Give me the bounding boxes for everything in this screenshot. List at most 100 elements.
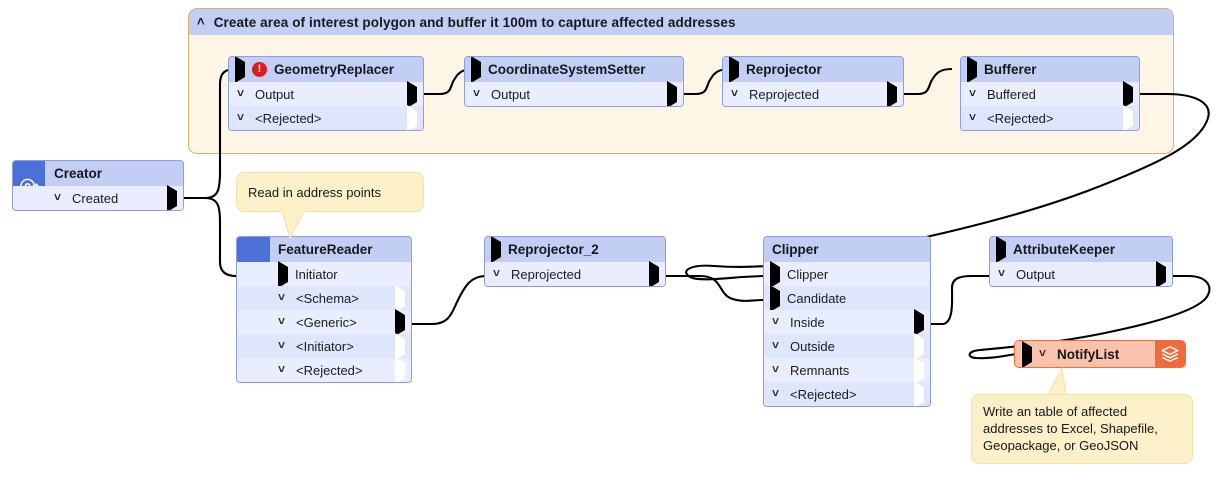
port-featurereader-generic[interactable]: ˅ <Generic> — [237, 308, 411, 336]
input-arrow-solid-icon[interactable] — [770, 284, 780, 312]
chevron-down-icon[interactable]: ˅ — [969, 86, 977, 100]
port-bufferer-buffered[interactable]: ˅ Buffered — [961, 80, 1139, 108]
output-arrow-solid-icon[interactable] — [395, 308, 405, 336]
node-bufferer-header[interactable]: Bufferer — [961, 57, 1139, 83]
chevron-down-icon[interactable]: ˅ — [278, 290, 286, 304]
input-arrow-solid-icon[interactable] — [471, 57, 481, 83]
output-arrow-solid-icon[interactable] — [667, 80, 677, 106]
node-creator[interactable]: Creator ˅ Created — [12, 160, 184, 211]
output-arrow-solid-icon[interactable] — [407, 80, 417, 108]
port-bufferer-rejected[interactable]: ˅ <Rejected> — [961, 104, 1139, 130]
port-label: <Rejected> — [987, 110, 1054, 126]
chevron-down-icon[interactable]: ˅ — [493, 266, 501, 280]
chevron-up-icon[interactable]: ˄ — [197, 13, 205, 29]
node-featurereader[interactable]: FeatureReader Initiator ˅ <Schema> ˅ <Ge… — [236, 236, 412, 383]
port-clipper-inside[interactable]: ˅ Inside — [764, 308, 930, 336]
input-arrow-solid-icon[interactable] — [235, 57, 245, 83]
node-reprojector-header[interactable]: Reprojector — [723, 57, 903, 83]
chevron-down-icon[interactable]: ˅ — [731, 86, 739, 100]
output-arrow-hollow-icon[interactable] — [914, 356, 924, 384]
port-label: Created — [72, 190, 119, 206]
port-featurereader-schema[interactable]: ˅ <Schema> — [237, 284, 411, 312]
port-featurereader-rejected[interactable]: ˅ <Rejected> — [237, 356, 411, 382]
bookmark-title: Create area of interest polygon and buff… — [213, 14, 736, 30]
error-badge-icon[interactable]: ! — [252, 62, 267, 77]
output-arrow-solid-icon[interactable] — [914, 308, 924, 336]
output-arrow-solid-icon[interactable] — [167, 184, 177, 210]
output-arrow-hollow-icon[interactable] — [914, 332, 924, 360]
output-arrow-hollow-icon[interactable] — [914, 380, 924, 406]
port-reprojector-2-reprojected[interactable]: ˅ Reprojected — [485, 260, 665, 286]
input-arrow-solid-icon[interactable] — [729, 57, 739, 83]
node-reprojector-2[interactable]: Reprojector_2 ˅ Reprojected — [484, 236, 666, 287]
annotation-reader-note-tail — [281, 211, 305, 239]
port-attributekeeper-output[interactable]: ˅ Output — [990, 260, 1172, 286]
bookmark-header[interactable]: ˄ Create area of interest polygon and bu… — [189, 9, 1173, 35]
input-arrow-solid-icon[interactable] — [967, 57, 977, 83]
node-coordinatesystemsetter[interactable]: CoordinateSystemSetter ˅ Output — [464, 56, 684, 107]
node-geometryreplacer[interactable]: ! GeometryReplacer ˅ Output ˅ <Rejected> — [228, 56, 424, 131]
output-arrow-solid-icon[interactable] — [1123, 80, 1133, 108]
chevron-down-icon[interactable]: ˅ — [772, 338, 780, 352]
port-label: Reprojected — [511, 266, 582, 282]
port-label: <Schema> — [296, 290, 359, 306]
chevron-down-icon[interactable]: ˅ — [998, 266, 1006, 280]
chevron-down-icon[interactable]: ˅ — [237, 86, 245, 100]
chevron-down-icon[interactable]: ˅ — [969, 110, 977, 124]
port-clipper-rejected[interactable]: ˅ <Rejected> — [764, 380, 930, 406]
output-arrow-hollow-icon[interactable] — [395, 284, 405, 312]
port-coordinatesystemsetter-output[interactable]: ˅ Output — [465, 80, 683, 106]
port-label: Output — [255, 86, 295, 102]
output-arrow-hollow-icon[interactable] — [1123, 104, 1133, 130]
port-featurereader-initiator-in[interactable]: Initiator — [237, 260, 411, 288]
input-arrow-solid-icon[interactable] — [1022, 341, 1032, 367]
chevron-down-icon[interactable]: ˅ — [278, 314, 286, 328]
node-attributekeeper-header[interactable]: AttributeKeeper — [990, 237, 1172, 263]
node-notifylist[interactable]: ˅ NotifyList — [1014, 340, 1186, 368]
port-clipper-remnants[interactable]: ˅ Remnants — [764, 356, 930, 384]
chevron-down-icon[interactable]: ˅ — [54, 190, 62, 204]
port-clipper-candidate[interactable]: Candidate — [764, 284, 930, 312]
chevron-down-icon[interactable]: ˅ — [278, 362, 286, 376]
node-title: FeatureReader — [278, 242, 373, 257]
chevron-down-icon[interactable]: ˅ — [772, 362, 780, 376]
input-arrow-solid-icon[interactable] — [996, 237, 1006, 263]
layers-stack-icon[interactable] — [1155, 341, 1185, 367]
node-title: AttributeKeeper — [1013, 242, 1116, 257]
input-arrow-solid-icon[interactable] — [491, 237, 501, 263]
output-arrow-solid-icon[interactable] — [649, 260, 659, 286]
node-clipper[interactable]: Clipper Clipper Candidate ˅ Inside ˅ Out… — [763, 236, 931, 407]
port-geometryreplacer-output[interactable]: ˅ Output — [229, 80, 423, 108]
port-reprojector-reprojected[interactable]: ˅ Reprojected — [723, 80, 903, 106]
node-coordinatesystemsetter-header[interactable]: CoordinateSystemSetter — [465, 57, 683, 83]
chevron-down-icon[interactable]: ˅ — [473, 86, 481, 100]
chevron-down-icon[interactable]: ˅ — [772, 314, 780, 328]
output-arrow-hollow-icon[interactable] — [395, 332, 405, 360]
chevron-down-icon[interactable]: ˅ — [1039, 346, 1047, 360]
output-arrow-solid-icon[interactable] — [1156, 260, 1166, 286]
port-clipper-clipper[interactable]: Clipper — [764, 260, 930, 288]
annotation-writer-note[interactable]: Write an table of affected addresses to … — [971, 394, 1193, 464]
output-arrow-hollow-icon[interactable] — [395, 356, 405, 382]
chevron-down-icon[interactable]: ˅ — [278, 338, 286, 352]
annotation-reader-note[interactable]: Read in address points — [236, 172, 424, 212]
node-reprojector[interactable]: Reprojector ˅ Reprojected — [722, 56, 904, 107]
output-arrow-solid-icon[interactable] — [887, 80, 897, 106]
port-featurereader-initiator-out[interactable]: ˅ <Initiator> — [237, 332, 411, 360]
chevron-down-icon[interactable]: ˅ — [237, 110, 245, 124]
port-clipper-outside[interactable]: ˅ Outside — [764, 332, 930, 360]
output-arrow-hollow-icon[interactable] — [407, 104, 417, 130]
node-reprojector-2-header[interactable]: Reprojector_2 — [485, 237, 665, 263]
port-creator-created[interactable]: ˅ Created — [13, 184, 183, 210]
annotation-writer-note-tail — [1047, 366, 1068, 396]
port-label: Initiator — [295, 266, 338, 282]
node-clipper-header[interactable]: Clipper — [764, 237, 930, 262]
input-arrow-solid-icon[interactable] — [770, 260, 780, 288]
port-geometryreplacer-rejected[interactable]: ˅ <Rejected> — [229, 104, 423, 130]
chevron-down-icon[interactable]: ˅ — [772, 386, 780, 400]
node-bufferer[interactable]: Bufferer ˅ Buffered ˅ <Rejected> — [960, 56, 1140, 131]
input-arrow-solid-icon[interactable] — [278, 260, 288, 288]
node-geometryreplacer-header[interactable]: ! GeometryReplacer — [229, 57, 423, 83]
node-attributekeeper[interactable]: AttributeKeeper ˅ Output — [989, 236, 1173, 287]
